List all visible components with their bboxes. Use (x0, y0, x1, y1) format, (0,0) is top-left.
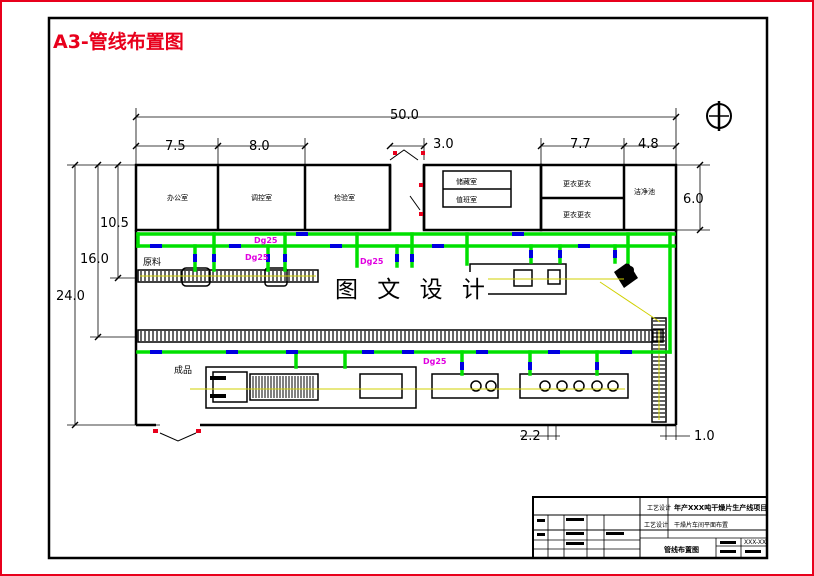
title-block (532, 496, 768, 559)
tb-project: 年产XXX吨干燥片生产线项目 (674, 503, 767, 512)
pipe-label-3: Dg25 (360, 257, 384, 266)
dim-middle-width: 8.0 (249, 139, 270, 154)
watermark-text: 图 文 设 计 (335, 277, 491, 303)
dim-1-0: 1.0 (694, 429, 715, 444)
dim-right1-width: 7.7 (570, 137, 591, 152)
pipe-label-2: Dg25 (245, 253, 269, 262)
dim-height-6: 6.0 (683, 192, 704, 207)
signal-lines (140, 275, 661, 420)
tb-code: XXX-XX (744, 539, 766, 546)
tb-section-label: 工艺设计 (644, 521, 668, 529)
room-store: 储藏室 (456, 177, 477, 186)
area-label-raw: 原料 (143, 256, 161, 268)
dim-height-10-5: 10.5 (100, 216, 129, 231)
tb-section: 干燥片车间平面布置 (674, 521, 728, 529)
building-walls (134, 163, 678, 427)
dim-office-width: 7.5 (165, 139, 186, 154)
dimension-ticks (71, 113, 704, 429)
dim-gap-width: 3.0 (433, 137, 454, 152)
room-control: 调控室 (251, 193, 272, 202)
room-office: 办公室 (167, 193, 188, 202)
drawing-title: A3-管线布置图 (53, 30, 184, 53)
room-inspect: 检验室 (334, 193, 355, 202)
equipment (181, 263, 629, 409)
dim-height-24: 24.0 (56, 289, 85, 304)
room-change-m: 更衣更衣 (563, 179, 591, 188)
room-wash: 洁净池 (634, 187, 655, 196)
pipe-label-4: Dg25 (423, 357, 447, 366)
tb-org: 工艺设计 (647, 504, 671, 512)
coil-heater (252, 376, 314, 398)
north-arrow-icon (706, 101, 732, 131)
doors (159, 149, 421, 442)
valves (150, 232, 632, 370)
area-label-product: 成品 (174, 364, 192, 376)
pipe-label-1: Dg25 (254, 236, 278, 245)
tb-drawing-name: 管线布置图 (664, 545, 699, 554)
dimension-lines (67, 108, 710, 440)
drawing-border (47, 16, 769, 560)
dim-2-2: 2.2 (520, 429, 541, 444)
title-block-fills (537, 518, 761, 553)
dim-height-16: 16.0 (80, 252, 109, 267)
room-duty: 值班室 (456, 195, 477, 204)
room-change-f: 更衣更衣 (563, 210, 591, 219)
equipment-solids (210, 262, 638, 398)
watermark-bg (330, 272, 488, 304)
dim-right2-width: 4.8 (638, 137, 659, 152)
door-markers (153, 151, 425, 433)
dim-total-width: 50.0 (390, 108, 419, 123)
inner-rooms (442, 170, 512, 208)
